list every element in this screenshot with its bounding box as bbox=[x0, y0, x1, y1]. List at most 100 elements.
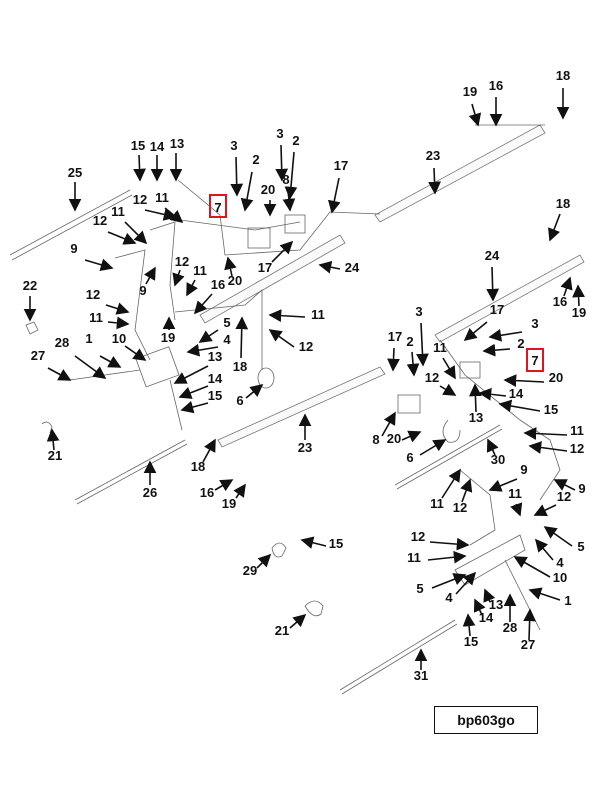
callout-label: 4 bbox=[445, 590, 453, 605]
callout-arrow bbox=[186, 279, 198, 297]
callout-label: 12 bbox=[133, 192, 147, 207]
callout-arrow bbox=[143, 266, 156, 285]
callout-label: 17 bbox=[334, 158, 348, 173]
callout-label: 10 bbox=[112, 331, 126, 346]
callout-label: 13 bbox=[469, 410, 483, 425]
callout-arrow bbox=[282, 189, 296, 212]
callout-arrow bbox=[318, 260, 341, 274]
callout-label: 8 bbox=[282, 172, 289, 187]
callout-arrows bbox=[23, 88, 585, 670]
callout-arrow bbox=[284, 151, 298, 200]
callout-label: 15 bbox=[464, 634, 478, 649]
callout-label: 9 bbox=[70, 241, 77, 256]
callout-arrow bbox=[548, 213, 561, 242]
tube-18 bbox=[174, 289, 263, 370]
callout-arrow bbox=[173, 365, 209, 384]
callout-arrow bbox=[198, 329, 219, 343]
callout-arrow bbox=[553, 479, 576, 491]
callout-arrow bbox=[84, 258, 114, 271]
callout-arrow bbox=[523, 427, 568, 440]
callout-label: 19 bbox=[572, 305, 586, 320]
callout-label: 9 bbox=[578, 481, 585, 496]
callout-label: 22 bbox=[23, 278, 37, 293]
hose-30 bbox=[394, 424, 501, 486]
callout-arrow bbox=[107, 316, 130, 330]
callout-label: 14 bbox=[509, 386, 524, 401]
highlight-box-7-left bbox=[209, 194, 227, 218]
callout-label: 21 bbox=[48, 448, 62, 463]
callout-arrow bbox=[387, 347, 400, 372]
callout-label: 11 bbox=[111, 204, 125, 219]
callout-arrow bbox=[416, 322, 429, 367]
callout-arrow bbox=[513, 556, 551, 578]
callout-arrow bbox=[488, 328, 523, 342]
callout-arrow bbox=[488, 478, 518, 492]
callout-label: 18 bbox=[556, 196, 570, 211]
callout-label: 1 bbox=[564, 593, 571, 608]
hose-30 bbox=[396, 428, 503, 490]
callout-label: 27 bbox=[521, 637, 535, 652]
hose-31 bbox=[339, 619, 456, 691]
callout-label: 11 bbox=[508, 486, 522, 501]
tube-27 bbox=[69, 369, 141, 381]
callout-label: 27 bbox=[31, 348, 45, 363]
callout-label: 18 bbox=[191, 459, 205, 474]
callout-label: 12 bbox=[425, 370, 439, 385]
highlight-box-7-right bbox=[526, 348, 544, 372]
callout-label: 18 bbox=[556, 68, 570, 83]
callout-label: 15 bbox=[544, 402, 558, 417]
callout-label: 29 bbox=[243, 563, 257, 578]
callout-label: 25 bbox=[68, 165, 82, 180]
callout-arrow bbox=[381, 411, 396, 437]
clamp-21 bbox=[41, 421, 53, 434]
callout-arrow bbox=[172, 269, 185, 287]
callout-label: 5 bbox=[416, 581, 423, 596]
callout-arrow bbox=[105, 302, 130, 315]
callout-label: 17 bbox=[258, 260, 272, 275]
callout-arrow bbox=[439, 383, 457, 396]
callout-label: 14 bbox=[208, 371, 223, 386]
callout-label: 24 bbox=[485, 248, 500, 263]
callout-label: 6 bbox=[406, 450, 413, 465]
callout-arrow bbox=[468, 103, 482, 127]
callout-label: 10 bbox=[553, 570, 567, 585]
callout-arrow bbox=[289, 613, 307, 629]
rail-24-middle bbox=[199, 234, 346, 324]
callout-label: 2 bbox=[406, 334, 413, 349]
callout-label: 2 bbox=[517, 336, 524, 351]
callout-label: 4 bbox=[223, 332, 231, 347]
callout-label: 18 bbox=[233, 359, 247, 374]
block-8-left bbox=[284, 214, 306, 234]
callout-arrow bbox=[193, 293, 213, 315]
callout-label: 5 bbox=[223, 315, 230, 330]
callout-label: 19 bbox=[161, 330, 175, 345]
callout-arrow bbox=[463, 321, 488, 342]
block-7-left bbox=[247, 227, 271, 249]
callout-arrow bbox=[429, 537, 470, 551]
callout-arrow bbox=[327, 177, 341, 214]
callout-arrow bbox=[214, 479, 234, 492]
tube-9 bbox=[114, 249, 151, 361]
callout-arrow bbox=[268, 329, 295, 348]
callout-arrow bbox=[473, 598, 486, 616]
callout-label: 20 bbox=[549, 370, 563, 385]
callout-arrow bbox=[268, 309, 306, 323]
callout-arrow bbox=[230, 156, 244, 197]
callout-arrow bbox=[233, 483, 246, 499]
callout-arrow bbox=[534, 538, 554, 561]
callout-label: 15 bbox=[131, 138, 145, 153]
callout-label: 16 bbox=[489, 78, 503, 93]
callout-label: 23 bbox=[426, 148, 440, 163]
callout-arrow bbox=[178, 385, 209, 399]
callout-arrow bbox=[406, 351, 420, 377]
rail-23-upper bbox=[374, 124, 546, 223]
callout-label: 13 bbox=[208, 349, 222, 364]
callout-arrow bbox=[124, 345, 147, 361]
callout-label: 11 bbox=[570, 423, 584, 438]
callout-arrow bbox=[528, 587, 561, 601]
callout-arrow bbox=[428, 167, 441, 195]
callout-label: 11 bbox=[433, 340, 447, 355]
callout-arrow bbox=[133, 154, 146, 182]
